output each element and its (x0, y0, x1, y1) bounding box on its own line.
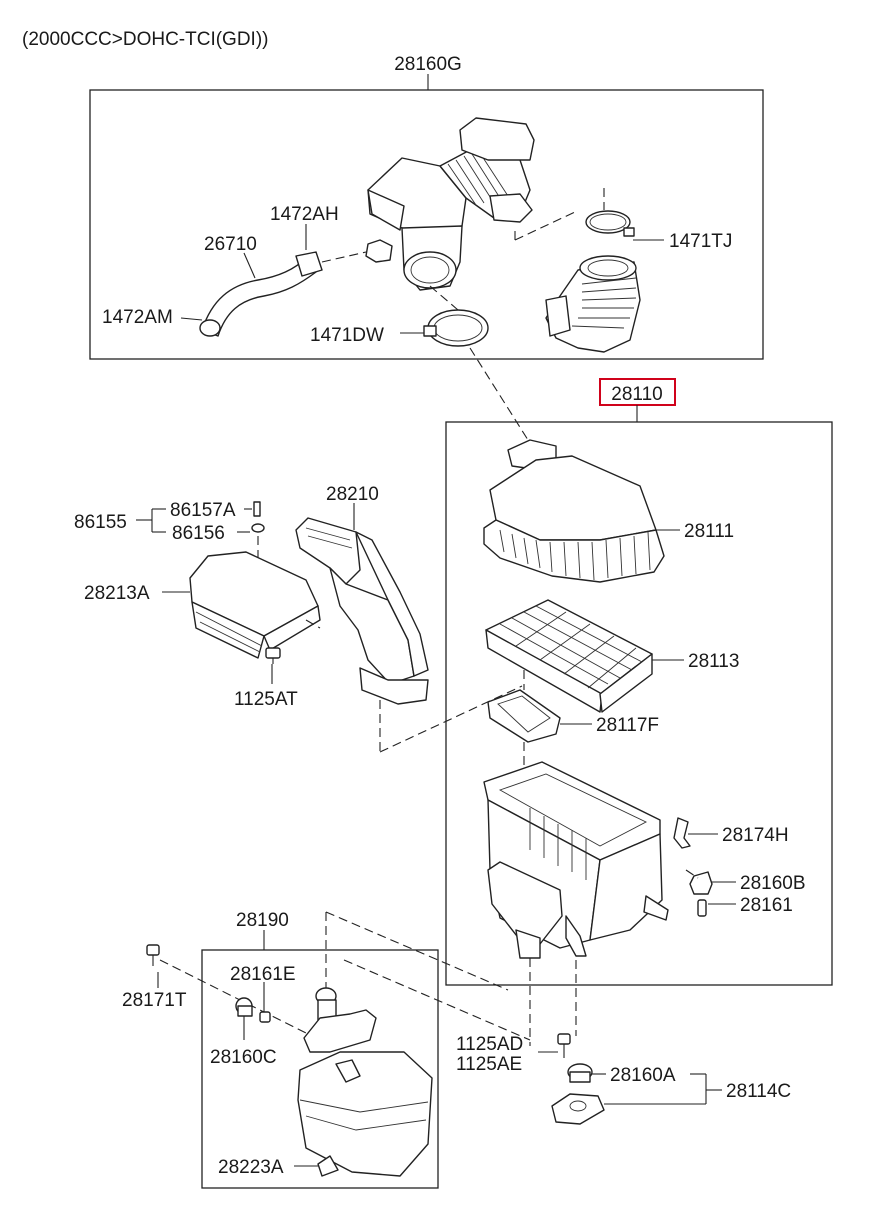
label-28223A[interactable]: 28223A (218, 1157, 284, 1178)
label-28171T[interactable]: 28171T (122, 990, 187, 1011)
label-1472AM[interactable]: 1472AM (102, 307, 173, 328)
label-28114C[interactable]: 28114C (726, 1081, 791, 1102)
intake-duct-part[interactable] (365, 117, 535, 291)
hose-26710-part[interactable] (199, 251, 323, 337)
label-28210[interactable]: 28210 (326, 484, 379, 505)
pin-28161-part[interactable] (697, 899, 707, 917)
duct-28210-part[interactable] (295, 517, 429, 705)
label-86156[interactable]: 86156 (172, 523, 225, 544)
label-28160B[interactable]: 28160B (740, 873, 806, 894)
label-1472AH[interactable]: 1472AH (270, 204, 339, 225)
washer-86156-part[interactable] (251, 523, 265, 533)
filter-28113-part[interactable] (485, 599, 653, 713)
label-28111[interactable]: 28111 (684, 521, 734, 542)
label-28161[interactable]: 28161 (740, 895, 793, 916)
label-86155[interactable]: 86155 (74, 512, 127, 533)
label-28113[interactable]: 28113 (688, 651, 739, 672)
screw-86157a-part[interactable] (253, 501, 261, 517)
box-28190 (201, 949, 439, 1189)
label-1471DW[interactable]: 1471DW (310, 325, 384, 346)
label-28213A[interactable]: 28213A (84, 583, 150, 604)
label-1125AT[interactable]: 1125AT (234, 689, 298, 710)
duct-28213a-part[interactable] (189, 551, 321, 659)
label-28117F[interactable]: 28117F (596, 715, 659, 736)
grommet-28160b-part[interactable] (689, 871, 713, 895)
box-28160g (89, 89, 764, 360)
lower-case-part[interactable] (483, 761, 669, 959)
bolt-28171t-part[interactable] (146, 944, 160, 966)
corrugated-hose-part[interactable] (545, 255, 641, 353)
label-28190[interactable]: 28190 (236, 910, 289, 931)
label-1125AD[interactable]: 1125AD (456, 1034, 523, 1055)
label-1125AE[interactable]: 1125AE (456, 1054, 522, 1075)
label-28161E[interactable]: 28161E (230, 964, 296, 985)
pin-28161e-part[interactable] (259, 1011, 271, 1023)
label-28174H[interactable]: 28174H (722, 825, 789, 846)
box-28110 (445, 421, 833, 986)
label-28160A[interactable]: 28160A (610, 1065, 676, 1086)
grommet-28160a-part[interactable] (567, 1063, 593, 1083)
bolt-1125at-part[interactable] (265, 647, 281, 664)
bolt-1125ad-part[interactable] (557, 1033, 571, 1058)
bracket-28114c-part[interactable] (551, 1093, 605, 1125)
label-28160C[interactable]: 28160C (210, 1047, 277, 1068)
label-28160G[interactable]: 28160G (394, 54, 462, 75)
label-1471TJ[interactable]: 1471TJ (669, 231, 732, 252)
grommet-28160c-part[interactable] (235, 997, 253, 1017)
resonator-28190-part[interactable] (297, 987, 433, 1177)
gasket-28117f-part[interactable] (487, 689, 561, 743)
label-26710[interactable]: 26710 (204, 234, 257, 255)
engine-spec-header: (2000CCC>DOHC-TCI(GDI)) (22, 29, 269, 50)
label-28110[interactable]: 28110 (611, 384, 662, 405)
bracket-28223a-part[interactable] (317, 1155, 339, 1177)
clamp-1471dw-part[interactable] (423, 309, 489, 347)
cover-28111-part[interactable] (483, 439, 665, 583)
clip-28174h-part[interactable] (673, 817, 691, 849)
label-86157A[interactable]: 86157A (170, 500, 236, 521)
clamp-1471tj-part[interactable] (585, 210, 635, 237)
